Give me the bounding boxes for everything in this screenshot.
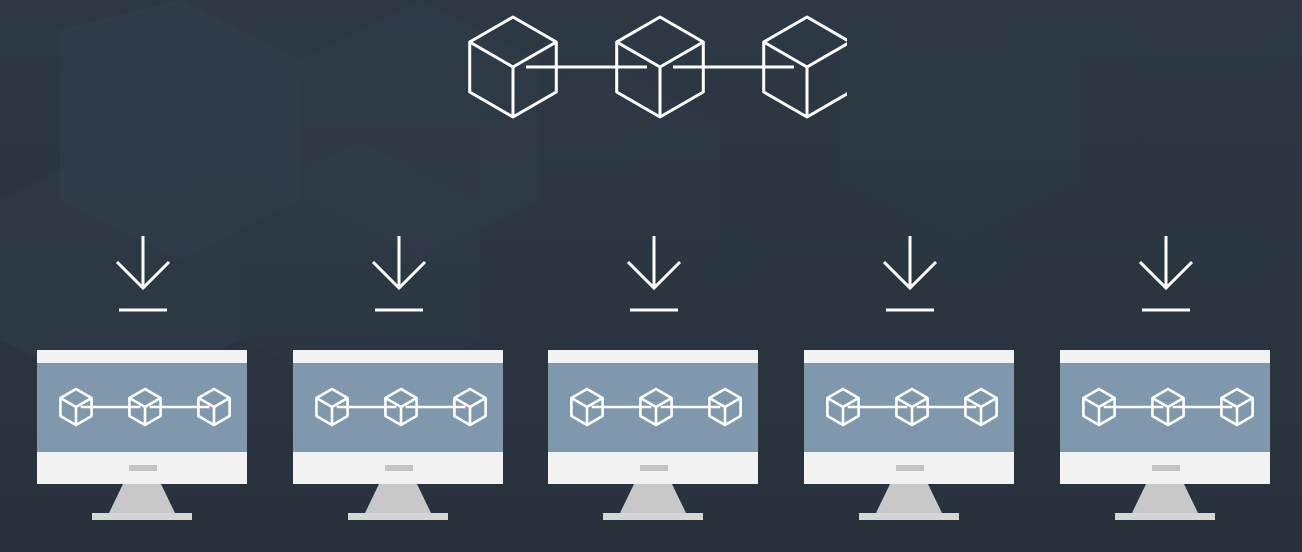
download-icon: [882, 236, 938, 312]
blockchain-icon: [468, 15, 852, 119]
monitor-base: [603, 513, 703, 520]
computer-icon: [548, 350, 758, 520]
network-node-svg: [293, 236, 503, 520]
blockchain-icon: [1082, 387, 1254, 427]
monitor-screen: [1060, 363, 1270, 452]
monitor-stand: [109, 484, 175, 513]
network-node-3: [548, 232, 758, 522]
computer-icon: [37, 350, 247, 520]
block-cube: [468, 15, 558, 119]
computer-icon: [1060, 350, 1270, 520]
block-cube: [895, 387, 929, 427]
monitor-base: [92, 513, 192, 520]
monitor-base: [859, 513, 959, 520]
network-node-1: [37, 232, 247, 522]
main-blockchain: [455, 14, 852, 124]
blockchain-icon: [315, 387, 487, 427]
block-cube: [384, 387, 418, 427]
computer-icon: [804, 350, 1014, 520]
block-cube: [1220, 387, 1254, 427]
block-cube: [1082, 387, 1116, 427]
block-cube: [1151, 387, 1185, 427]
block-cube: [453, 387, 487, 427]
network-node-2: [293, 232, 503, 522]
monitor-stand: [876, 484, 942, 513]
monitor-screen: [548, 363, 758, 452]
network-node-svg: [804, 236, 1014, 520]
blockchain-icon: [826, 387, 998, 427]
block-cube: [826, 387, 860, 427]
block-cube: [128, 387, 162, 427]
network-node-4: [804, 232, 1014, 522]
block-cube: [59, 387, 93, 427]
monitor-screen: [37, 363, 247, 452]
download-icon: [1138, 236, 1194, 312]
monitor-button: [896, 465, 924, 471]
monitor-button: [129, 465, 157, 471]
block-cube: [639, 387, 673, 427]
block-cube: [197, 387, 231, 427]
monitor-button: [640, 465, 668, 471]
download-icon: [626, 236, 682, 312]
main-chain-svg: [468, 15, 852, 119]
monitor-screen: [804, 363, 1014, 452]
blockchain-icon: [570, 387, 742, 427]
monitor-screen: [293, 363, 503, 452]
download-icon: [115, 236, 171, 312]
monitor-stand: [365, 484, 431, 513]
monitor-button: [1152, 465, 1180, 471]
block-cube: [615, 15, 705, 119]
monitor-stand: [1132, 484, 1198, 513]
network-node-svg: [37, 236, 247, 520]
monitor-stand: [620, 484, 686, 513]
download-icon: [371, 236, 427, 312]
monitor-base: [1115, 513, 1215, 520]
block-cube: [708, 387, 742, 427]
block-cube: [315, 387, 349, 427]
monitor-button: [385, 465, 413, 471]
monitor-base: [348, 513, 448, 520]
block-cube: [964, 387, 998, 427]
network-node-svg: [548, 236, 758, 520]
network-node-5: [1060, 232, 1270, 522]
computer-icon: [293, 350, 503, 520]
block-cube: [570, 387, 604, 427]
network-node-svg: [1060, 236, 1270, 520]
blockchain-icon: [59, 387, 231, 427]
